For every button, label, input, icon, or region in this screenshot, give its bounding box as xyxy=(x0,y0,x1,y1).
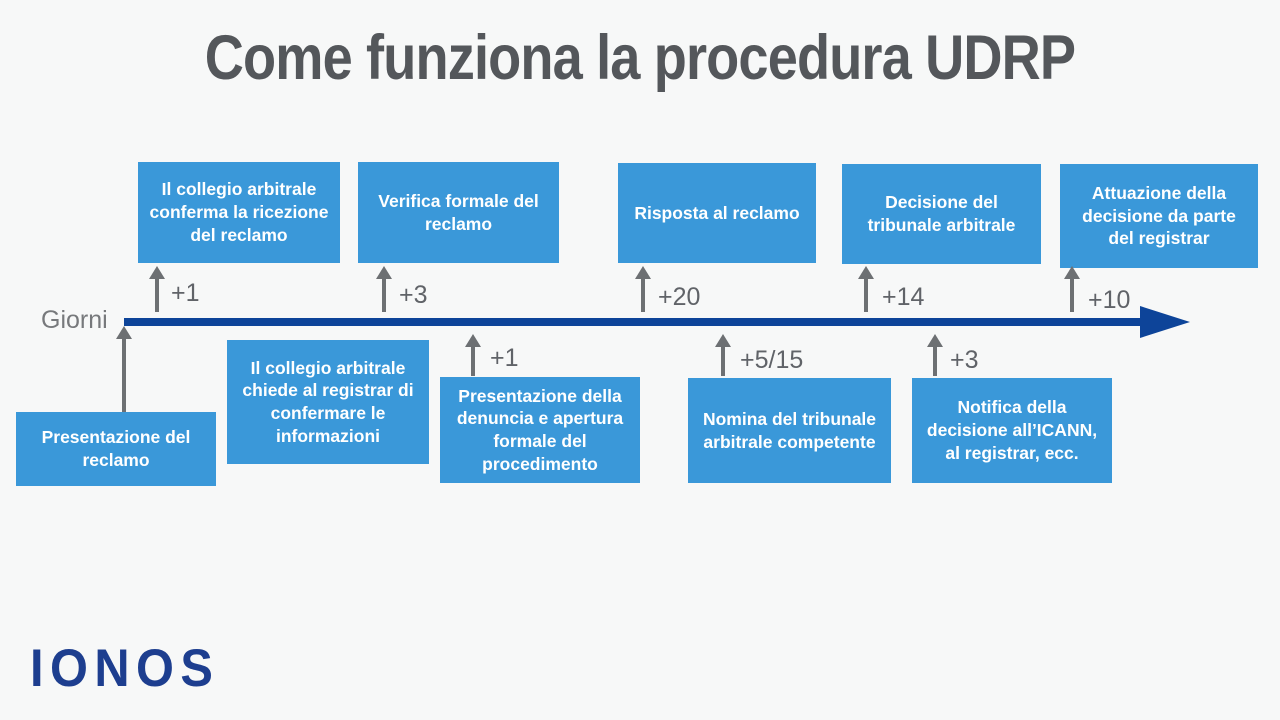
arrow-stem xyxy=(382,279,386,312)
day-offset-label: +3 xyxy=(399,281,428,309)
arrow-stem xyxy=(471,347,475,376)
day-offset-label: +14 xyxy=(882,283,925,311)
step-box-formal-check: Verifica formale del reclamo xyxy=(358,162,559,263)
day-offset-label: +1 xyxy=(171,279,200,307)
step-label: Attuazione della decisione da parte del … xyxy=(1082,182,1236,249)
arrow-stem xyxy=(864,279,868,312)
up-arrow-icon xyxy=(715,334,731,376)
step-label: Presentazione del reclamo xyxy=(41,427,191,470)
day-offset-label: +3 xyxy=(950,346,979,374)
step-label: Risposta al reclamo xyxy=(634,202,800,223)
step-box-decision-notification: Notifica della decisione all’ICANN, al r… xyxy=(912,378,1112,483)
page-title: Come funziona la procedura UDRP xyxy=(204,23,1076,93)
step-box-panel-confirms-receipt: Il collegio arbitrale conferma la ricezi… xyxy=(138,162,340,263)
step-label: Notifica della decisione all’ICANN, al r… xyxy=(926,397,1098,463)
step-box-tribunal-appointment: Nomina del tribunale arbitrale competent… xyxy=(688,378,891,483)
up-arrow-icon xyxy=(635,266,651,312)
step-box-complaint-filing: Presentazione del reclamo xyxy=(16,412,216,486)
arrow-stem xyxy=(1070,279,1074,312)
day-offset-label: +10 xyxy=(1088,286,1131,314)
day-offset-label: +5/15 xyxy=(740,346,804,374)
arrowhead-icon xyxy=(858,266,874,279)
up-arrow-icon xyxy=(116,326,132,412)
arrowhead-icon xyxy=(1064,266,1080,279)
arrow-stem xyxy=(641,279,645,312)
arrow-stem xyxy=(155,279,159,312)
up-arrow-icon xyxy=(1064,266,1080,312)
axis-label-days: Giorni xyxy=(41,306,108,334)
step-box-registrar-implementation: Attuazione della decisione da parte del … xyxy=(1060,164,1258,268)
arrow-stem xyxy=(122,339,126,412)
up-arrow-icon xyxy=(376,266,392,312)
step-box-response-to-complaint: Risposta al reclamo xyxy=(618,163,816,263)
day-offset-label: +1 xyxy=(490,344,519,372)
step-box-tribunal-decision: Decisione del tribunale arbitrale xyxy=(842,164,1041,264)
step-label: Decisione del tribunale arbitrale xyxy=(867,192,1016,235)
step-box-proceeding-opening: Presentazione della denuncia e apertura … xyxy=(440,377,640,483)
arrowhead-icon xyxy=(927,334,943,347)
arrowhead-icon xyxy=(715,334,731,347)
ionos-logo: IONOS xyxy=(30,639,220,698)
step-label: Verifica formale del reclamo xyxy=(378,190,539,234)
step-label: Il collegio arbitrale conferma la ricezi… xyxy=(149,179,329,245)
step-label: Nomina del tribunale arbitrale competent… xyxy=(702,408,877,452)
arrowhead-icon xyxy=(465,334,481,347)
arrowhead-icon xyxy=(149,266,165,279)
arrow-stem xyxy=(933,347,937,376)
day-offset-label: +20 xyxy=(658,283,701,311)
step-label: Il collegio arbitrale chiede al registra… xyxy=(242,357,414,446)
timeline-arrowhead-icon xyxy=(1140,306,1190,338)
arrowhead-icon xyxy=(116,326,132,339)
arrowhead-icon xyxy=(376,266,392,279)
arrowhead-icon xyxy=(635,266,651,279)
arrow-stem xyxy=(721,347,725,376)
step-label: Presentazione della denuncia e apertura … xyxy=(456,385,624,474)
up-arrow-icon xyxy=(149,266,165,312)
step-box-panel-asks-registrar: Il collegio arbitrale chiede al registra… xyxy=(227,340,429,464)
up-arrow-icon xyxy=(858,266,874,312)
up-arrow-icon xyxy=(465,334,481,376)
up-arrow-icon xyxy=(927,334,943,376)
timeline-axis xyxy=(124,318,1142,326)
